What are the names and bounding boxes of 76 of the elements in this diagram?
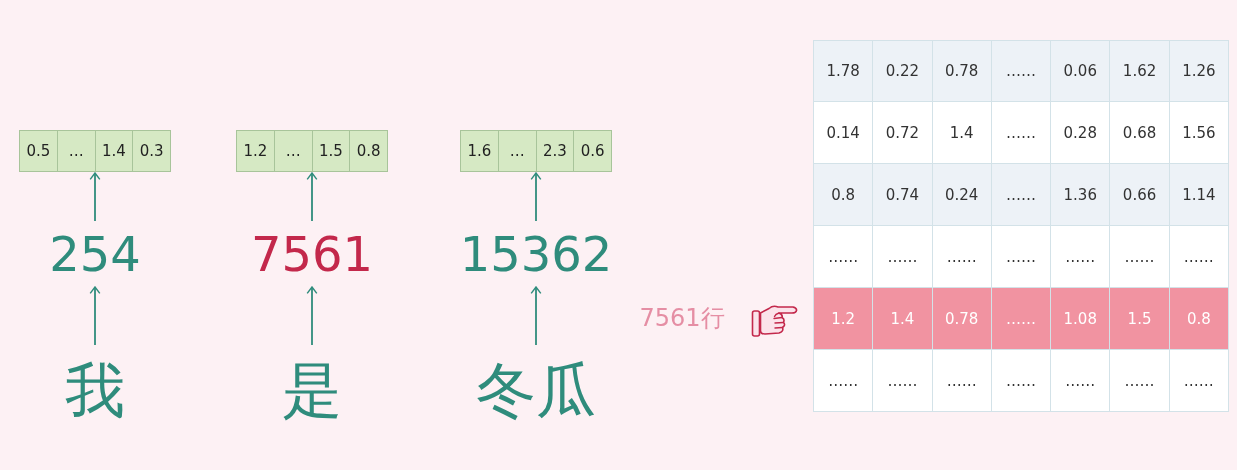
embedding-vector [460, 130, 612, 172]
matrix-value: …… [1169, 350, 1229, 411]
embedding-vector [236, 130, 388, 172]
vector-value: 1.5 [312, 131, 351, 171]
token-id: 15362 [451, 222, 621, 286]
matrix-value: 1.08 [1051, 288, 1111, 349]
matrix-value: 0.78 [932, 41, 992, 101]
matrix-value: …… [873, 226, 933, 287]
chinese-word: 是 [267, 346, 357, 434]
matrix-value: 1.26 [1169, 41, 1229, 101]
vector-value: 1.2 [237, 131, 275, 171]
table-row [813, 40, 1229, 102]
matrix-value: …… [991, 350, 1052, 411]
matrix-value: …… [991, 102, 1052, 163]
vector-value: 1.6 [461, 131, 499, 171]
arrow [530, 172, 542, 222]
matrix-value: …… [873, 350, 933, 411]
matrix-value: 0.66 [1110, 164, 1170, 225]
matrix-value: 0.06 [1051, 41, 1111, 101]
matrix-value: …… [991, 226, 1052, 287]
highlighted-table-row [813, 288, 1229, 350]
embedding-vector [19, 130, 171, 172]
vector-value: … [274, 131, 313, 171]
matrix-value: 0.74 [873, 164, 933, 225]
matrix-value: 0.68 [1110, 102, 1170, 163]
matrix-value: 1.5 [1110, 288, 1170, 349]
row-label: 7561行 [638, 303, 726, 334]
vector-value: 1.4 [95, 131, 134, 171]
matrix-value: …… [932, 226, 992, 287]
matrix-value: …… [1051, 350, 1111, 411]
matrix-value: 1.62 [1110, 41, 1170, 101]
vector-value: … [57, 131, 96, 171]
chinese-word: 冬瓜 [471, 346, 601, 434]
matrix-value: 1.14 [1169, 164, 1229, 225]
matrix-value: 1.4 [932, 102, 992, 163]
table-row [813, 226, 1229, 288]
matrix-value: 1.36 [1051, 164, 1111, 225]
matrix-value: …… [1169, 226, 1229, 287]
matrix-value: 0.28 [1051, 102, 1111, 163]
chinese-word: 我 [50, 346, 140, 434]
arrow [89, 286, 101, 346]
matrix-value: …… [814, 226, 874, 287]
matrix-value: 0.24 [932, 164, 992, 225]
matrix-value: 1.78 [814, 41, 874, 101]
matrix-value: …… [991, 288, 1052, 349]
matrix-value: 0.72 [873, 102, 933, 163]
matrix-value: …… [814, 350, 874, 411]
matrix-value: 0.8 [1169, 288, 1229, 349]
matrix-value: …… [991, 41, 1052, 101]
arrow [306, 172, 318, 222]
arrow [306, 286, 318, 346]
arrow [89, 172, 101, 222]
matrix-value: 1.2 [814, 288, 874, 349]
matrix-value: …… [991, 164, 1052, 225]
vector-value: 0.6 [579, 141, 606, 162]
vector-value: … [498, 131, 537, 171]
table-row [813, 164, 1229, 226]
vector-value: 2.3 [536, 131, 575, 171]
matrix-value: …… [1110, 226, 1170, 287]
vector-value: 0.8 [355, 141, 382, 162]
matrix-value: 0.22 [873, 41, 933, 101]
matrix-value: 0.14 [814, 102, 874, 163]
matrix-value: 1.4 [873, 288, 933, 349]
vector-value: 0.5 [20, 131, 58, 171]
table-row [813, 102, 1229, 164]
matrix-value: 1.56 [1169, 102, 1229, 163]
vector-value: 0.3 [138, 141, 165, 162]
matrix-value: …… [1051, 226, 1111, 287]
arrow [530, 286, 542, 346]
table-row [813, 350, 1229, 412]
matrix-value: 0.8 [814, 164, 874, 225]
token-id: 254 [35, 222, 155, 286]
matrix-value: …… [932, 350, 992, 411]
matrix-value: 0.78 [932, 288, 992, 349]
token-id: 7561 [242, 222, 382, 286]
matrix-value: …… [1110, 350, 1170, 411]
